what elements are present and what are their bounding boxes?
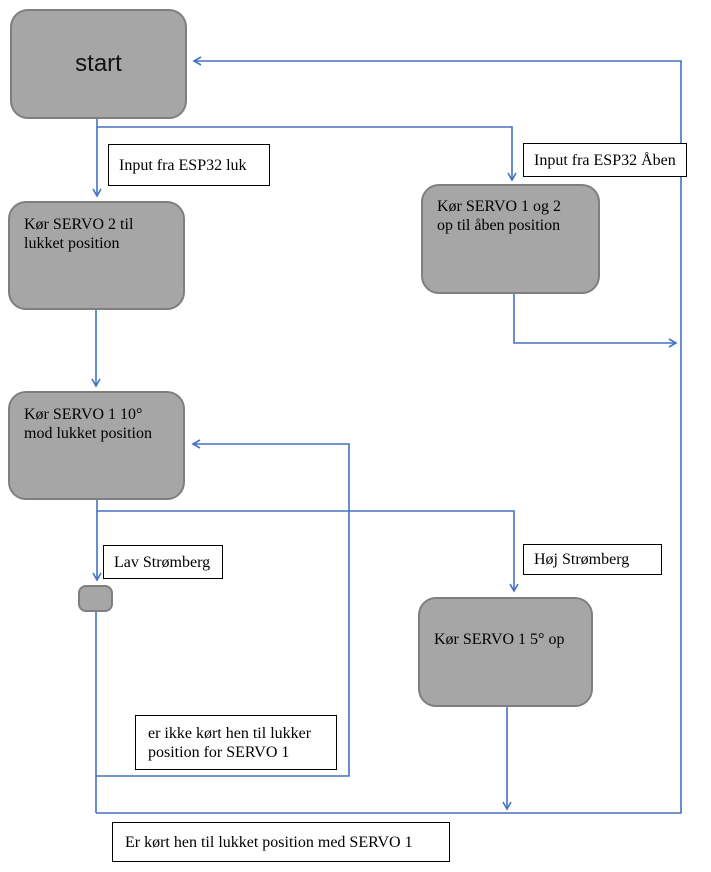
connector-loop-retry (96, 439, 350, 777)
connector-return-to-start (96, 56, 682, 814)
node-small-connector-box (78, 585, 113, 612)
label-input-esp32-aaben: Input fra ESP32 Åben (523, 143, 687, 177)
label-input-esp32-luk: Input fra ESP32 luk (108, 144, 270, 186)
connector-servo12-to-return (513, 294, 678, 348)
label-hoj-stromberg: Høj Strømberg (523, 544, 662, 575)
label-lav-stromberg: Lav Strømberg (103, 545, 223, 579)
connector-to-servo1-5 (97, 510, 519, 593)
node-start: start (10, 9, 187, 119)
connector-start-to-servo12 (97, 126, 517, 182)
node-servo1-5deg-up: Kør SERVO 1 5° op (418, 597, 593, 707)
label-at-closed-position: Er kørt hen til lukket position med SERV… (112, 822, 450, 862)
label-not-at-closed-position: er ikke kørt hen til lukker position for… (135, 715, 337, 770)
node-servo1-10deg-close: Kør SERVO 1 10° mod lukket position (8, 391, 185, 500)
node-servo2-close: Kør SERVO 2 til lukket position (8, 201, 185, 310)
node-servo1-2-open: Kør SERVO 1 og 2 op til åben position (421, 184, 600, 294)
